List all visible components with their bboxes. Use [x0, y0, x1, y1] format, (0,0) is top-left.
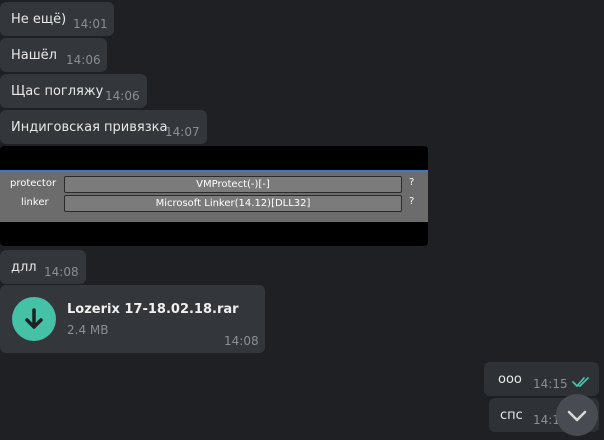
message-bubble[interactable]: Нашёл 14:06 [0, 38, 107, 72]
message-time: 14:01 [73, 17, 108, 31]
message-time: 14:06 [66, 53, 101, 67]
message-text: длл [11, 260, 37, 275]
row-help-protector: ? [409, 177, 415, 188]
message-bubble[interactable]: Щас погляжу 14:06 [0, 74, 147, 108]
message-text: спс [500, 408, 523, 423]
row-label-linker: linker [21, 197, 49, 208]
message-time: 14:06 [105, 89, 140, 103]
outgoing-message-bubble[interactable]: ооо 14:15 [484, 362, 599, 396]
message-text: Индиговская привязка [11, 120, 168, 135]
message-bubble[interactable]: Индиговская привязка 14:07 [0, 110, 207, 144]
row-help-linker: ? [409, 196, 415, 207]
screenshot-panel: protector VMProtect(-)[-] ? linker Micro… [0, 170, 428, 222]
row-label-protector: protector [10, 178, 57, 189]
row-value-protector: VMProtect(-)[-] [64, 176, 402, 193]
message-text: ооо [498, 372, 522, 387]
message-time: 14:08 [224, 334, 259, 348]
message-text: Нашёл [11, 48, 57, 63]
file-name: Lozerix 17-18.02.18.rar [67, 302, 239, 317]
message-time: 14:1 [533, 413, 560, 427]
image-message[interactable]: protector VMProtect(-)[-] ? linker Micro… [0, 146, 428, 246]
row-value-linker: Microsoft Linker(14.12)[DLL32] [64, 195, 402, 212]
file-message[interactable]: Lozerix 17-18.02.18.rar 2.4 MB 14:08 [0, 285, 265, 353]
chevron-down-icon [567, 410, 587, 422]
file-size: 2.4 MB [67, 323, 109, 337]
message-bubble[interactable]: Не ещё) 14:01 [0, 2, 114, 36]
double-check-icon [572, 377, 589, 387]
download-button[interactable] [12, 297, 56, 341]
download-arrow-icon [25, 308, 43, 329]
message-text: Щас погляжу [11, 84, 104, 99]
message-time: 14:08 [44, 265, 79, 279]
message-text: Не ещё) [11, 12, 67, 27]
message-time: 14:15 [533, 377, 568, 391]
message-bubble[interactable]: длл 14:08 [0, 250, 86, 284]
message-time: 14:07 [165, 125, 200, 139]
scroll-down-button[interactable] [556, 394, 598, 436]
